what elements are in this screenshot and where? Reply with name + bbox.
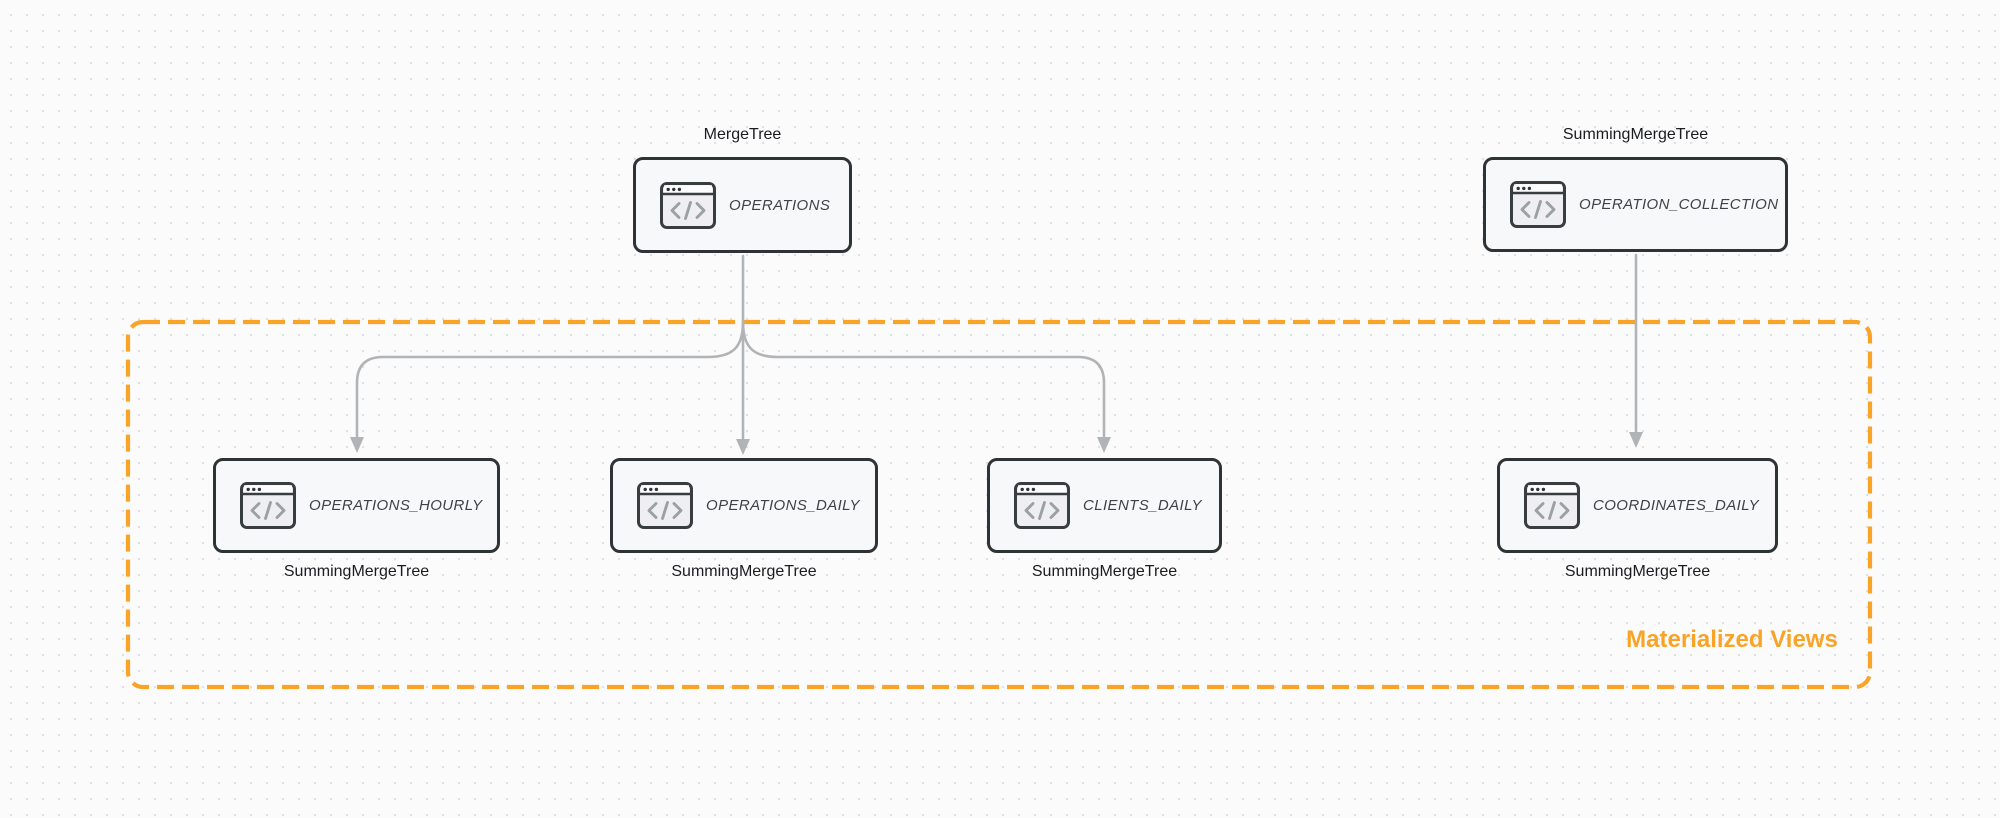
node-title: CLIENTS_DAILY — [1083, 497, 1202, 514]
engine-label-coordinates-daily: SummingMergeTree — [1564, 563, 1711, 580]
node-operations-hourly: OPERATIONS_HOURLY SummingMergeTree — [213, 458, 500, 580]
code-window-icon — [660, 182, 716, 229]
node-title: OPERATIONS — [729, 196, 831, 214]
node-operation-collection: SummingMergeTree OPERATION_COLLECTION — [1483, 126, 1788, 252]
engine-label-operation-collection: SummingMergeTree — [1562, 126, 1709, 143]
node-operations: MergeTree OPERATIONS — [633, 126, 852, 253]
engine-label-clients-daily: SummingMergeTree — [1031, 563, 1178, 580]
edge-operations-to-clients-daily — [741, 320, 1106, 438]
engine-label-operations-daily: SummingMergeTree — [671, 563, 817, 580]
arrowhead-operations-daily — [736, 439, 750, 455]
code-window-icon — [1524, 482, 1580, 529]
code-window-icon — [240, 482, 296, 529]
node-clients-daily: CLIENTS_DAILY SummingMergeTree — [987, 458, 1222, 580]
node-operations-daily-box[interactable]: OPERATIONS_DAILY — [610, 458, 878, 553]
arrowhead-operations-hourly — [350, 437, 364, 453]
arrowhead-coordinates-daily — [1629, 432, 1643, 448]
node-operation-collection-box[interactable]: OPERATION_COLLECTION — [1483, 157, 1788, 252]
node-title: OPERATION_COLLECTION — [1579, 196, 1779, 213]
node-title: OPERATIONS_DAILY — [706, 497, 860, 514]
node-clients-daily-box[interactable]: CLIENTS_DAILY — [987, 458, 1222, 553]
node-operations-daily: OPERATIONS_DAILY SummingMergeTree — [610, 458, 878, 580]
node-coordinates-daily-box[interactable]: COORDINATES_DAILY — [1497, 458, 1778, 553]
code-window-icon — [1014, 482, 1070, 529]
code-window-icon — [1510, 181, 1566, 228]
engine-label-operations-hourly: SummingMergeTree — [283, 563, 430, 580]
node-operations-box[interactable]: OPERATIONS — [633, 157, 852, 253]
engine-label-operations: MergeTree — [703, 126, 782, 143]
edge-operations-to-operations-hourly — [355, 320, 745, 438]
node-coordinates-daily: COORDINATES_DAILY SummingMergeTree — [1497, 458, 1778, 580]
materialized-views-label: Materialized Views — [1626, 626, 1838, 653]
node-operations-hourly-box[interactable]: OPERATIONS_HOURLY — [213, 458, 500, 553]
node-title: OPERATIONS_HOURLY — [309, 497, 483, 514]
node-title: COORDINATES_DAILY — [1593, 497, 1760, 514]
code-window-icon — [637, 482, 693, 529]
arrowhead-clients-daily — [1097, 437, 1111, 453]
